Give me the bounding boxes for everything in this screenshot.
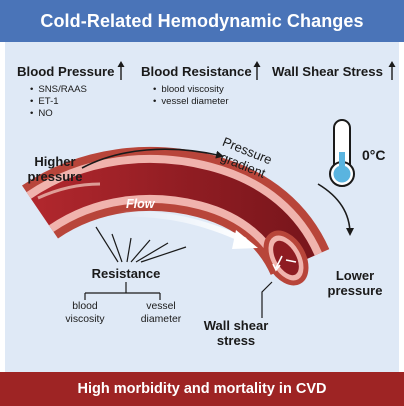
vessel-diameter-label: vessel diameter [135, 301, 187, 326]
wall-shear-stress-line1: Wall shear [203, 318, 269, 333]
figure-title: Cold-Related Hemodynamic Changes [40, 11, 364, 31]
blood-viscosity-label: blood viscosity [60, 301, 110, 326]
flow-arrow-icon [115, 210, 258, 249]
footer-bar: High morbidity and mortality in CVD [0, 372, 404, 406]
bp-item-no: NO [30, 108, 52, 119]
vessel-diameter-line2: diameter [140, 313, 182, 325]
br-item-vessel-diameter: vessel diameter [153, 96, 228, 107]
br-item-blood-viscosity: blood viscosity [153, 84, 223, 95]
vessel-diameter-line1: vessel [146, 301, 176, 312]
vessel-highlight [37, 182, 101, 200]
temperature-label: 0°C [362, 147, 386, 163]
header-bar: Cold-Related Hemodynamic Changes [0, 0, 404, 42]
shear-arrows [272, 255, 297, 272]
pressure-arrow-right [317, 183, 354, 236]
up-arrow-icon [117, 61, 125, 80]
lower-pressure-label: Lower pressure [322, 268, 388, 298]
wall-shear-stress-header: Wall Shear Stress [272, 64, 383, 79]
higher-pressure-label: Higher pressure [24, 154, 86, 184]
resistance-label: Resistance [91, 266, 161, 281]
blood-resistance-header: Blood Resistance [141, 64, 252, 79]
wall-shear-pointer [261, 281, 273, 318]
vessel-lumen [31, 163, 315, 269]
wall-shear-stress-line2: stress [216, 333, 256, 348]
higher-pressure-line2: pressure [27, 169, 83, 184]
bp-item-sns-raas: SNS/RAAS [30, 84, 87, 95]
resistance-lines [95, 226, 187, 263]
lower-pressure-line2: pressure [327, 283, 383, 298]
vessel-cross-section-lumen [273, 240, 299, 276]
resistance-tree [84, 282, 161, 300]
blood-pressure-label: Blood Pressure [17, 64, 115, 79]
flow-label: Flow [126, 197, 155, 211]
blood-pressure-header: Blood Pressure [17, 64, 114, 79]
wall-shear-stress-label: Wall shear stress [198, 318, 274, 348]
blood-viscosity-line2: viscosity [65, 313, 105, 325]
blood-vessel [22, 147, 330, 286]
thermometer-icon [329, 119, 355, 187]
lower-pressure-line1: Lower [335, 268, 375, 283]
higher-pressure-line1: Higher [34, 154, 76, 169]
bp-item-et1: ET-1 [30, 96, 58, 107]
up-arrow-icon [253, 61, 261, 80]
wall-shear-stress-label: Wall Shear Stress [272, 64, 383, 79]
blood-resistance-label: Blood Resistance [141, 64, 252, 79]
blood-viscosity-line1: blood [72, 301, 98, 312]
up-arrow-icon [388, 61, 396, 80]
pressure-arrow-top [81, 148, 224, 169]
footer-title: High morbidity and mortality in CVD [77, 381, 327, 397]
